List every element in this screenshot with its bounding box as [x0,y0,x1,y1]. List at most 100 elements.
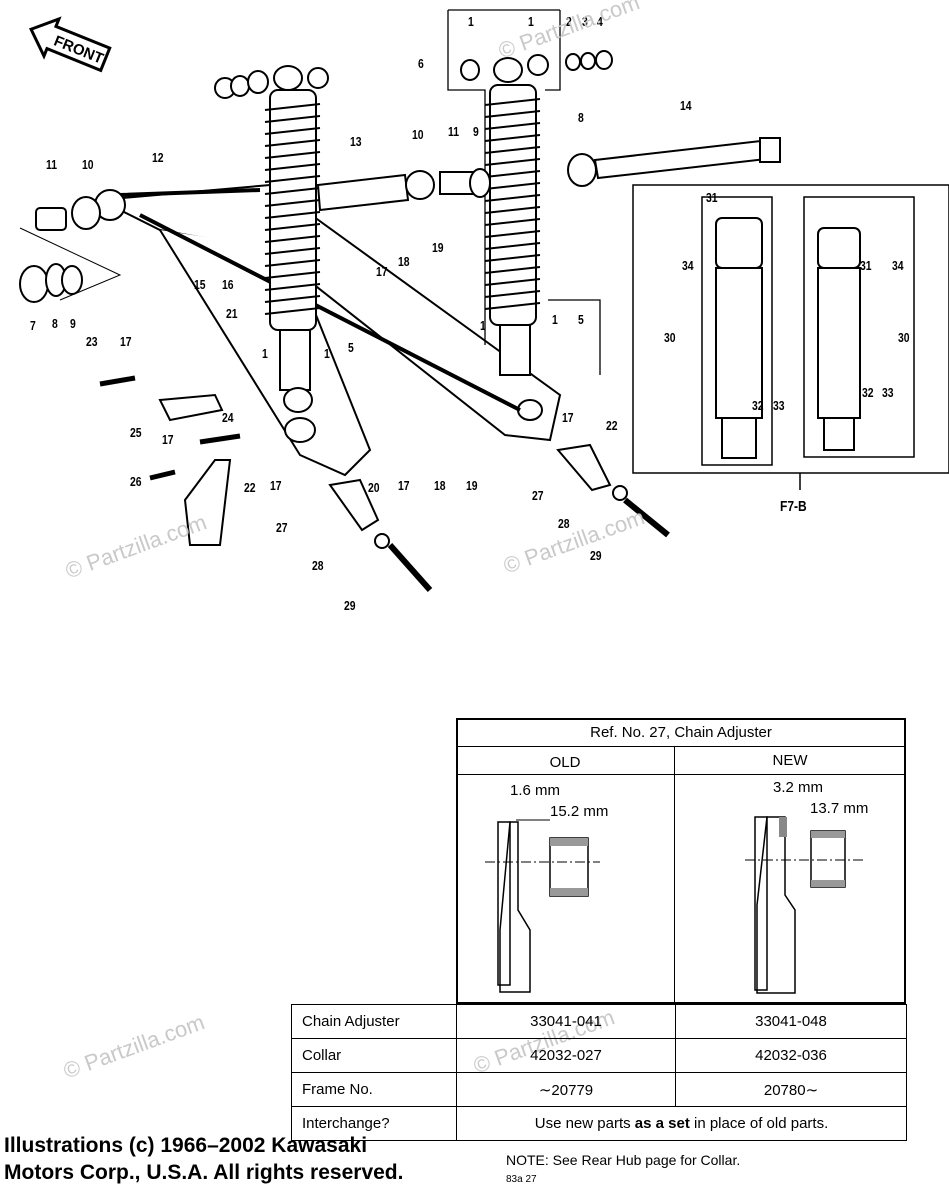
callout-13: 13 [350,134,362,149]
old-chain-adjuster-part: 33041-041 [456,1004,676,1039]
new-collar-dim: 13.7 mm [810,800,869,817]
callout-1: 1 [528,14,534,29]
new-thickness-dim: 3.2 mm [773,779,824,796]
left-shock-absorber [264,65,321,413]
callout-6: 6 [418,56,424,71]
front-arrow-icon: FRONT [28,16,112,73]
torque-link-bracket [99,375,241,546]
callout-17: 17 [162,432,174,447]
axle-bolt [567,137,781,187]
callout-1: 1 [552,312,558,327]
callout-34: 34 [682,258,694,273]
callout-34: 34 [892,258,904,273]
callout-16: 16 [222,277,234,292]
callout-5: 5 [578,312,584,327]
adjuster-old-drawing [485,819,600,993]
new-header: NEW [772,752,808,769]
exploded-parts-diagram: FRONT [19,9,949,592]
callout-22: 22 [606,418,618,433]
callout-3: 3 [582,14,588,29]
callout-31: 31 [706,190,718,205]
pivot-shaft [316,168,491,212]
callout-12: 12 [152,150,164,165]
callout-17: 17 [120,334,132,349]
callout-30: 30 [664,330,676,345]
top-fasteners [214,50,613,99]
callout-1: 1 [480,318,486,333]
callout-1: 1 [468,14,474,29]
old-frame-range: ∼20779 [456,1072,676,1107]
callout-17: 17 [270,478,282,493]
callout-1: 1 [324,346,330,361]
callout-33: 33 [882,385,894,400]
callout-31: 31 [860,258,872,273]
callout-1: 1 [262,346,268,361]
callout-30: 30 [898,330,910,345]
callout-24: 24 [222,410,234,425]
adjuster-new-drawing [745,816,865,994]
callout-28: 28 [558,516,570,531]
callout-32: 32 [862,385,874,400]
callout-15: 15 [194,277,206,292]
callout-7: 7 [30,318,36,333]
old-collar-dim: 15.2 mm [550,803,609,820]
callout-29: 29 [344,598,356,613]
row-label-interchange: Interchange? [291,1106,457,1141]
callout-18: 18 [398,254,410,269]
interchange-post: in place of old parts. [689,1115,829,1132]
copyright-line-1: Illustrations (c) 1966–2002 Kawasaki [4,1134,368,1157]
rear-hub-note: NOTE: See Rear Hub page for Collar. [506,1152,741,1168]
new-collar-part: 42032-036 [675,1038,907,1073]
callout-23: 23 [86,334,98,349]
row-label-chain-adjuster: Chain Adjuster [291,1004,457,1039]
old-header: OLD [549,754,581,771]
swing-arm [94,183,562,477]
pivot-bushings [19,196,122,303]
parts-comparison-table: Chain Adjuster 33041-041 33041-048 Colla… [291,1004,907,1141]
interchange-bold: as a set [634,1115,690,1132]
new-chain-adjuster-part: 33041-048 [675,1004,907,1039]
callout-19: 19 [432,240,444,255]
callout-20: 20 [368,480,380,495]
callout-22: 22 [244,480,256,495]
callout-11: 11 [46,157,57,172]
old-collar-part: 42032-027 [456,1038,676,1073]
callout-6-bracket [447,10,601,375]
callout-8: 8 [52,316,58,331]
adjuster-table-frame [456,718,906,1004]
callout-19: 19 [466,478,478,493]
inset-label: F7-B [780,498,807,515]
callout-17: 17 [376,264,388,279]
interchange-note: Use new parts as a set in place of old p… [456,1106,907,1141]
callout-32: 32 [752,398,764,413]
row-label-collar: Collar [291,1038,457,1073]
callout-25: 25 [130,425,142,440]
callout-17: 17 [562,410,574,425]
copyright-line-2: Motors Corp., U.S.A. All rights reserved… [4,1161,404,1184]
callout-2: 2 [566,14,572,29]
callout-29: 29 [590,548,602,563]
callout-28: 28 [312,558,324,573]
table-title: Ref. No. 27, Chain Adjuster [590,724,772,741]
callout-5: 5 [348,340,354,355]
callout-4: 4 [597,14,603,29]
right-shock-absorber [484,57,541,376]
chain-adjusters [328,443,670,592]
interchange-pre: Use new parts [534,1115,635,1132]
callout-14: 14 [680,98,692,113]
copyright-notice: Illustrations (c) 1966–2002 Kawasaki Mot… [4,1132,403,1186]
inset-shock-variants [632,184,949,490]
callout-27: 27 [532,488,544,503]
callout-27: 27 [276,520,288,535]
callout-26: 26 [130,474,142,489]
new-frame-range: 20780∼ [675,1072,907,1107]
drawing-code: 83a 27 [506,1174,537,1185]
callout-21: 21 [226,306,238,321]
callout-11: 11 [448,124,459,139]
callout-9: 9 [70,316,76,331]
callout-17: 17 [398,478,410,493]
callout-18: 18 [434,478,446,493]
callout-33: 33 [773,398,785,413]
callout-9: 9 [473,124,479,139]
old-thickness-dim: 1.6 mm [510,782,561,799]
